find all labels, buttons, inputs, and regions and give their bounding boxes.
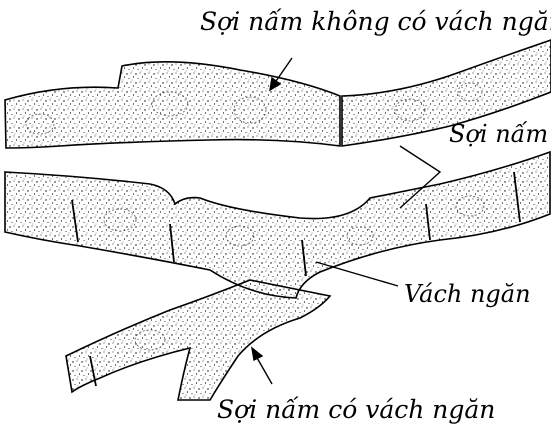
label-septate-hypha: Sợi nấm có vách ngăn	[217, 395, 495, 424]
septate-hypha-lower	[66, 280, 330, 400]
label-septum: Vách ngăn	[404, 280, 531, 308]
septate-hypha-upper	[5, 152, 550, 298]
septate-hypha	[5, 152, 550, 400]
label-aseptate-hypha: Sợi nấm không có vách ngăn	[200, 7, 551, 36]
label-hypha: Sợi nấm	[449, 120, 548, 148]
septate-arrowhead	[252, 348, 262, 360]
septum-leader	[316, 262, 398, 286]
aseptate-hypha-left	[5, 62, 340, 148]
septate-arrow	[256, 356, 272, 384]
